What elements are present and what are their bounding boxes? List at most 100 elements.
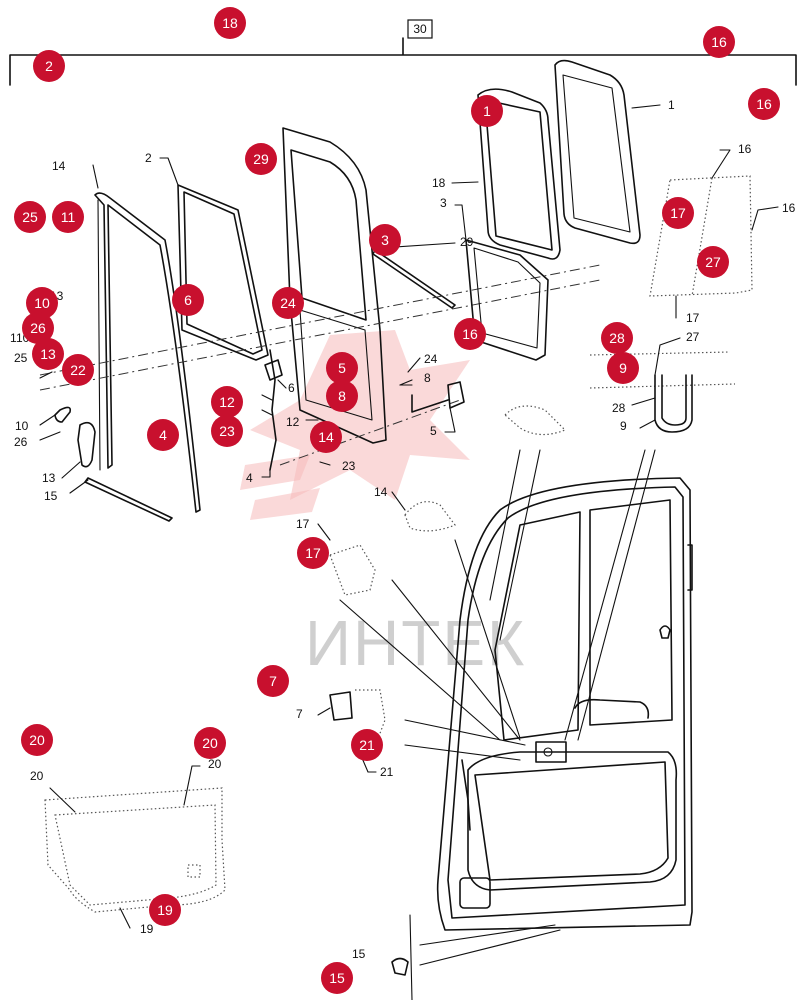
- svg-text:7: 7: [269, 673, 277, 689]
- callout: 7: [296, 707, 303, 721]
- callout: 26: [14, 435, 28, 449]
- glass-3-inner: [473, 247, 541, 349]
- badges: 1 2 3 4 5 6 7 8 9 10 11 12 13 14 15 16 1…: [14, 7, 780, 994]
- lock-5-bracket: [411, 394, 449, 413]
- svg-text:6: 6: [184, 292, 192, 308]
- axis-line-1: [39, 264, 601, 376]
- svg-text:18: 18: [222, 15, 238, 31]
- svg-text:16: 16: [462, 326, 478, 342]
- watermark-logo: [240, 330, 470, 520]
- badge: 16: [748, 88, 780, 120]
- pin-23: [261, 409, 273, 416]
- door-assembly: [436, 477, 693, 931]
- latch-6: [264, 359, 283, 381]
- glass-1-inner: [562, 74, 631, 233]
- badge: 28: [601, 322, 633, 354]
- badge: 21: [351, 729, 383, 761]
- svg-text:9: 9: [619, 360, 627, 376]
- svg-text:16: 16: [711, 34, 727, 50]
- leader-lines: [339, 449, 656, 966]
- callout: 21: [380, 765, 394, 779]
- callout: 2: [145, 151, 152, 165]
- callout: 17: [686, 311, 700, 325]
- svg-text:19: 19: [157, 902, 173, 918]
- mirror-7: [329, 691, 353, 721]
- svg-text:3: 3: [381, 232, 389, 248]
- clip-15: [391, 957, 409, 976]
- svg-text:26: 26: [30, 320, 46, 336]
- clip-17: [329, 544, 376, 596]
- callout: 20: [30, 769, 44, 783]
- glass-1: [554, 59, 641, 245]
- svg-text:16: 16: [756, 96, 772, 112]
- svg-text:11: 11: [61, 209, 76, 225]
- svg-text:29: 29: [253, 151, 269, 167]
- callouts: 1 1 2 3 4 5 6 7 8 9 10 10 12 13 13 14 14…: [10, 98, 796, 961]
- callout: 16: [782, 201, 796, 215]
- badge: 2: [33, 50, 65, 82]
- clip-16: [504, 405, 567, 436]
- svg-text:10: 10: [34, 295, 50, 311]
- callout: 25: [14, 351, 28, 365]
- mirror-mount: [354, 689, 386, 761]
- glass-16: [649, 175, 753, 297]
- svg-text:25: 25: [22, 209, 38, 225]
- callout: 19: [140, 922, 154, 936]
- group-label: 30: [413, 22, 427, 36]
- svg-text:13: 13: [40, 346, 56, 362]
- bracket-9: [589, 351, 736, 433]
- callout: 27: [686, 330, 700, 344]
- badge: 5: [326, 352, 358, 384]
- group-box: [407, 19, 433, 39]
- handle-13: [77, 421, 96, 468]
- badge: 6: [172, 284, 204, 316]
- badge: 13: [32, 338, 64, 370]
- badge: 23: [211, 415, 243, 447]
- callout: 6: [288, 381, 295, 395]
- panel-19-20: [44, 787, 226, 913]
- seal-2: [177, 184, 269, 361]
- svg-text:23: 23: [219, 423, 235, 439]
- seal-18: [477, 88, 561, 260]
- part-10: [54, 406, 72, 423]
- badge: 24: [272, 287, 304, 319]
- svg-text:17: 17: [305, 545, 321, 561]
- svg-text:21: 21: [359, 737, 375, 753]
- badge: 7: [257, 665, 289, 697]
- badge: 16: [703, 26, 735, 58]
- svg-text:28: 28: [609, 330, 625, 346]
- badge: 17: [662, 197, 694, 229]
- badge: 8: [326, 380, 358, 412]
- badge: 16: [454, 318, 486, 350]
- svg-text:14: 14: [318, 429, 334, 445]
- badge: 17: [297, 537, 329, 569]
- badge: 12: [211, 386, 243, 418]
- lock-5: [447, 381, 465, 409]
- badge: 15: [321, 962, 353, 994]
- pin-12: [261, 394, 273, 401]
- callout: 8: [424, 371, 431, 385]
- door-frame-29: [282, 127, 456, 444]
- callout: 10: [15, 419, 29, 433]
- callout: 3: [440, 196, 447, 210]
- callout: 5: [430, 424, 437, 438]
- callout: 4: [246, 471, 253, 485]
- badge: 27: [697, 246, 729, 278]
- badge: 25: [14, 201, 46, 233]
- svg-text:20: 20: [202, 735, 218, 751]
- svg-text:2: 2: [45, 58, 53, 74]
- axis-line-3: [279, 399, 461, 466]
- badge: 19: [149, 894, 181, 926]
- svg-text:24: 24: [280, 295, 296, 311]
- svg-text:4: 4: [159, 427, 167, 443]
- svg-text:17: 17: [670, 205, 686, 221]
- callout: 23: [342, 459, 356, 473]
- badge: 10: [26, 287, 58, 319]
- assembly-bracket: [9, 19, 797, 86]
- svg-text:15: 15: [329, 970, 345, 986]
- seal-18-inner: [484, 99, 553, 251]
- strip-15: [84, 477, 173, 522]
- callout: 14: [52, 159, 66, 173]
- svg-text:1: 1: [483, 103, 491, 119]
